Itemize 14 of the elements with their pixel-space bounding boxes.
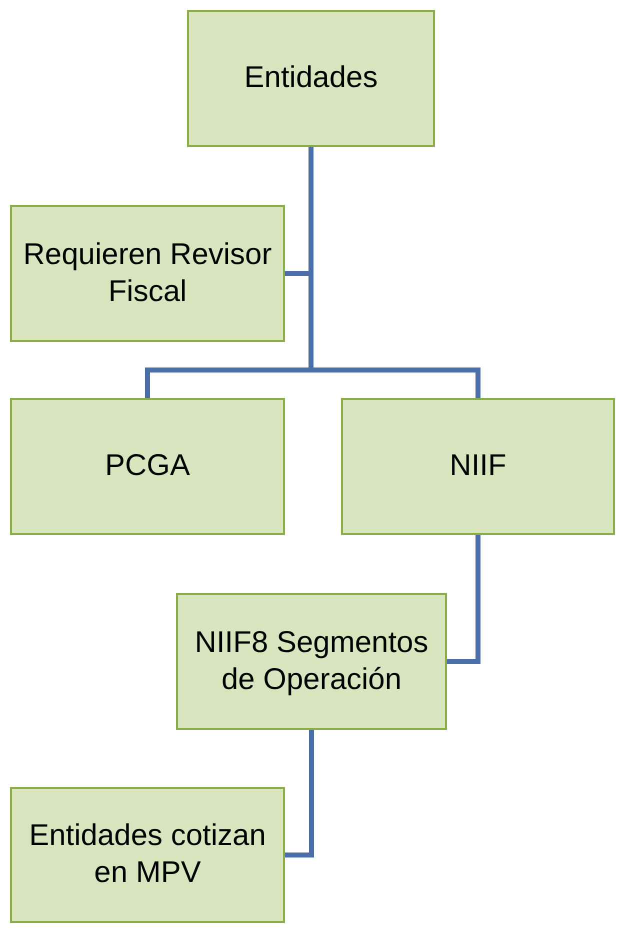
box-label: Requieren Revisor Fiscal — [22, 236, 273, 310]
process-box — [10, 398, 285, 535]
box-label: Entidades cotizan en MPV — [28, 818, 267, 891]
connector-line — [285, 730, 314, 858]
process-box — [187, 10, 435, 147]
box-label: PCGA — [104, 448, 190, 484]
box-label: NIIF8 Segmentos de Operación — [194, 624, 430, 698]
process-box — [10, 205, 285, 342]
process-box — [341, 398, 615, 535]
process-box — [176, 593, 447, 730]
process-box — [10, 787, 285, 923]
box-label: NIIF — [450, 448, 506, 484]
box-label: Entidades — [244, 60, 378, 96]
connector-line — [447, 535, 480, 664]
